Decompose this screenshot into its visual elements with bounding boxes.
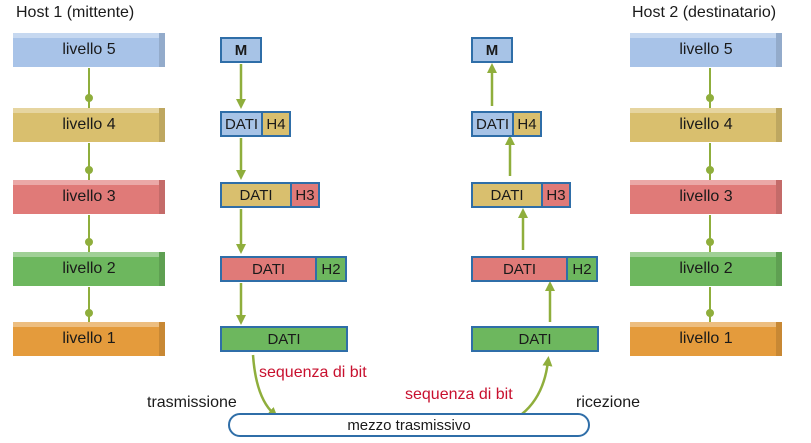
sender-packet-l4: DATI H4 — [220, 111, 291, 137]
transmission-label: trasmissione — [147, 394, 237, 411]
bit-sequence-label-receiver: sequenza di bit — [405, 386, 513, 403]
host1-layer-1: livello 1 — [13, 322, 165, 356]
sender-packet-l1: DATI — [220, 326, 348, 352]
host2-layer-3: livello 3 — [630, 180, 782, 214]
receiver-packet-l1: DATI — [471, 326, 599, 352]
packet-data-segment: DATI — [471, 326, 599, 352]
packet-data-segment: DATI — [471, 182, 543, 208]
host1-layer-2: livello 2 — [13, 252, 165, 286]
packet-data-segment: DATI — [220, 182, 292, 208]
transmission-curve — [251, 354, 278, 418]
sender-message-m: M — [220, 37, 262, 63]
host2-title: Host 2 (destinatario) — [632, 4, 777, 21]
reception-label: ricezione — [576, 394, 641, 411]
packet-header-h2: H2 — [317, 256, 347, 282]
packet-data-segment: DATI — [220, 111, 263, 137]
sender-packet-l2: DATI H2 — [220, 256, 347, 282]
receiver-packet-l4: DATI H4 — [471, 111, 542, 137]
receiver-packet-l2: DATI H2 — [471, 256, 598, 282]
packet-header-h3: H3 — [543, 182, 571, 208]
host1-layer-5: livello 5 — [13, 33, 165, 67]
packet-header-h4: H4 — [514, 111, 542, 137]
packet-data-segment: DATI — [220, 326, 348, 352]
host2-layer-4: livello 4 — [630, 108, 782, 142]
reception-curve — [521, 356, 553, 415]
host2-layer-5: livello 5 — [630, 33, 782, 67]
packet-data-segment: DATI — [471, 256, 568, 282]
sender-packet-l3: DATI H3 — [220, 182, 320, 208]
host1-stack-links — [85, 68, 93, 322]
host1-title: Host 1 (mittente) — [16, 4, 135, 21]
packet-header-h2: H2 — [568, 256, 598, 282]
receiver-packet-l3: DATI H3 — [471, 182, 571, 208]
host2-stack-links — [706, 68, 714, 322]
host1-layer-4: livello 4 — [13, 108, 165, 142]
host1-layer-3: livello 3 — [13, 180, 165, 214]
packet-header-h3: H3 — [292, 182, 320, 208]
bit-sequence-label-sender: sequenza di bit — [259, 364, 367, 381]
host2-layer-2: livello 2 — [630, 252, 782, 286]
receiver-message-m: M — [471, 37, 513, 63]
receiver-arrows — [487, 63, 555, 322]
host2-layer-1: livello 1 — [630, 322, 782, 356]
packet-data-segment: DATI — [471, 111, 514, 137]
packet-data-segment: DATI — [220, 256, 317, 282]
transmission-medium: mezzo trasmissivo — [228, 413, 590, 437]
packet-header-h4: H4 — [263, 111, 291, 137]
